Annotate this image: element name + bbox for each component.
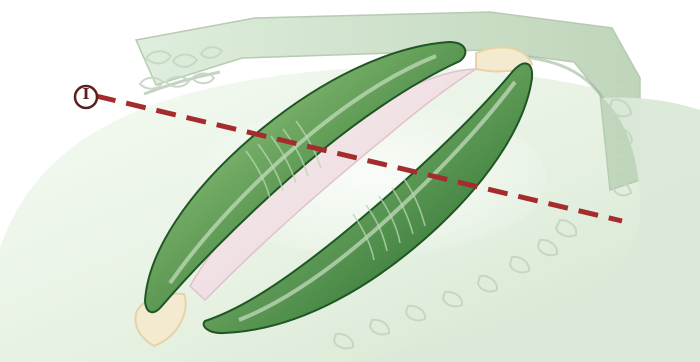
section-marker-label: I [71, 87, 101, 102]
section-marker: I [71, 82, 101, 112]
